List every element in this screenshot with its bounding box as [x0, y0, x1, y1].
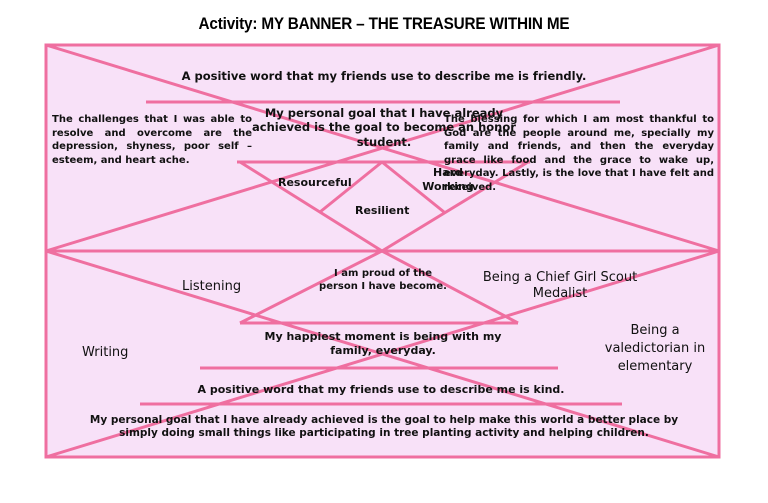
lower-bottom-goal: My personal goal that I have already ach… — [89, 414, 679, 440]
lower-listening: Listening — [182, 279, 242, 294]
lower-diagonal-right — [45, 249, 720, 459]
lower-kind-statement: A positive word that my friends use to d… — [197, 383, 565, 396]
upper-center-left — [319, 160, 383, 214]
upper-inner-diag-left — [239, 160, 383, 253]
page-title: Activity: MY BANNER – THE TREASURE WITHI… — [198, 14, 570, 33]
lower-proud-statement: I am proud of the person I have become. — [319, 268, 447, 292]
upper-blessing: The blessing for which I am most thankfu… — [444, 114, 714, 193]
lower-chief-girl-scout: Being a Chief Girl Scout Medalist — [482, 270, 638, 302]
lower-valedictorian: Being a valedictorian in elementary — [604, 323, 706, 375]
trait-resourceful: Resourceful — [278, 176, 352, 189]
upper-goal-statement: My personal goal that I have already ach… — [252, 106, 516, 149]
lower-inner-diag-right — [381, 249, 519, 325]
lower-inner-diag-left — [239, 249, 383, 325]
upper-center-right — [381, 160, 445, 214]
trait-resilient: Resilient — [355, 204, 410, 217]
upper-diagonal-right — [45, 43, 720, 253]
upper-challenges: The challenges that I was able to resolv… — [52, 114, 252, 166]
lower-writing: Writing — [82, 345, 129, 360]
upper-top-statement: A positive word that my friends use to d… — [181, 69, 587, 83]
upper-inner-diag-right — [381, 160, 529, 253]
trait-hard-working: Hard Working — [422, 166, 474, 193]
lower-happiest-moment: My happiest moment is being with my fami… — [264, 330, 502, 357]
